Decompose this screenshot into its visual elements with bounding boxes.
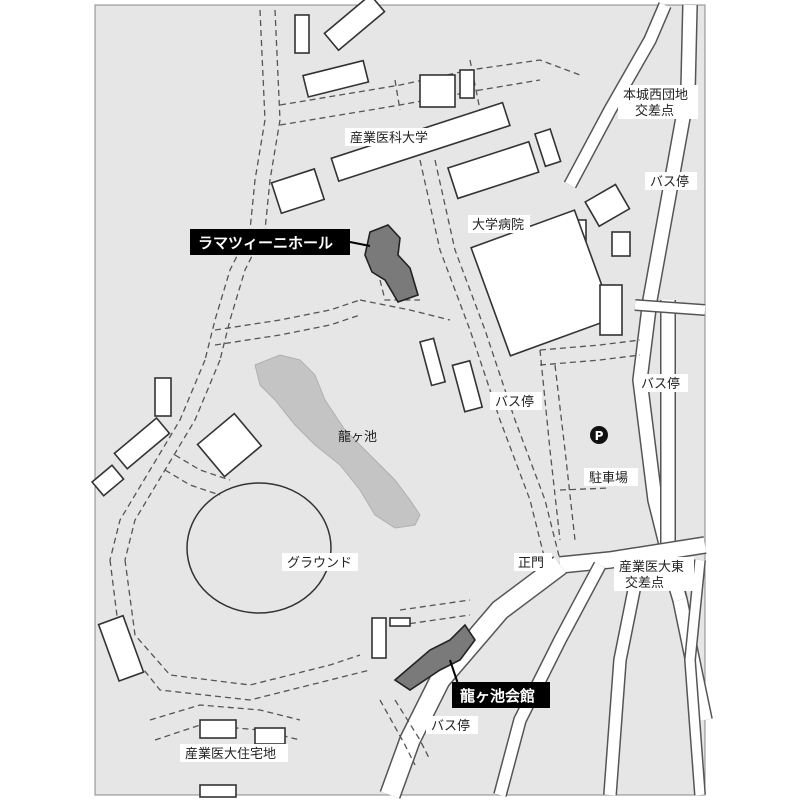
label-hospital: 大学病院: [472, 217, 524, 233]
label-main-gate: 正門: [518, 556, 544, 571]
callout-kaikan-text: 龍ヶ池会館: [460, 687, 535, 705]
label-bus-stop-1: バス停: [650, 174, 689, 190]
label-university: 産業医科大学: [350, 130, 428, 146]
label-sanin-east-intersection-line2: 交差点: [625, 575, 664, 591]
label-ground: グラウンド: [287, 556, 352, 571]
map-labels: 産業医科大学 大学病院 本城西団地 交差点 バス停 バス停 バス停 龍ヶ池 駐車…: [180, 85, 698, 762]
ryugaike-kaikan-building[interactable]: [393, 623, 476, 691]
label-housing: 産業医大住宅地: [185, 746, 276, 762]
callout-kaikan[interactable]: 龍ヶ池会館: [449, 659, 550, 708]
label-parking: 駐車場: [589, 471, 628, 486]
ramazzini-hall-building[interactable]: [364, 224, 419, 303]
label-honjo-intersection-line2: 交差点: [635, 103, 674, 119]
callout-hall[interactable]: ラマツィーニホール: [190, 229, 371, 255]
label-honjo-intersection-line1: 本城西団地: [623, 88, 688, 103]
label-pond: 龍ヶ池: [338, 429, 377, 445]
parking-icon: [590, 426, 608, 444]
label-bus-stop-4: バス停: [431, 718, 470, 734]
label-bus-stop-3: バス停: [495, 394, 534, 410]
callout-hall-text: ラマツィーニホール: [198, 234, 333, 252]
parking-icon-letter: P: [595, 429, 604, 443]
label-sanin-east-intersection-line1: 産業医大東: [619, 559, 684, 575]
ground-track: [186, 482, 332, 614]
label-bus-stop-2: バス停: [641, 376, 680, 392]
pond-area: [254, 354, 421, 529]
